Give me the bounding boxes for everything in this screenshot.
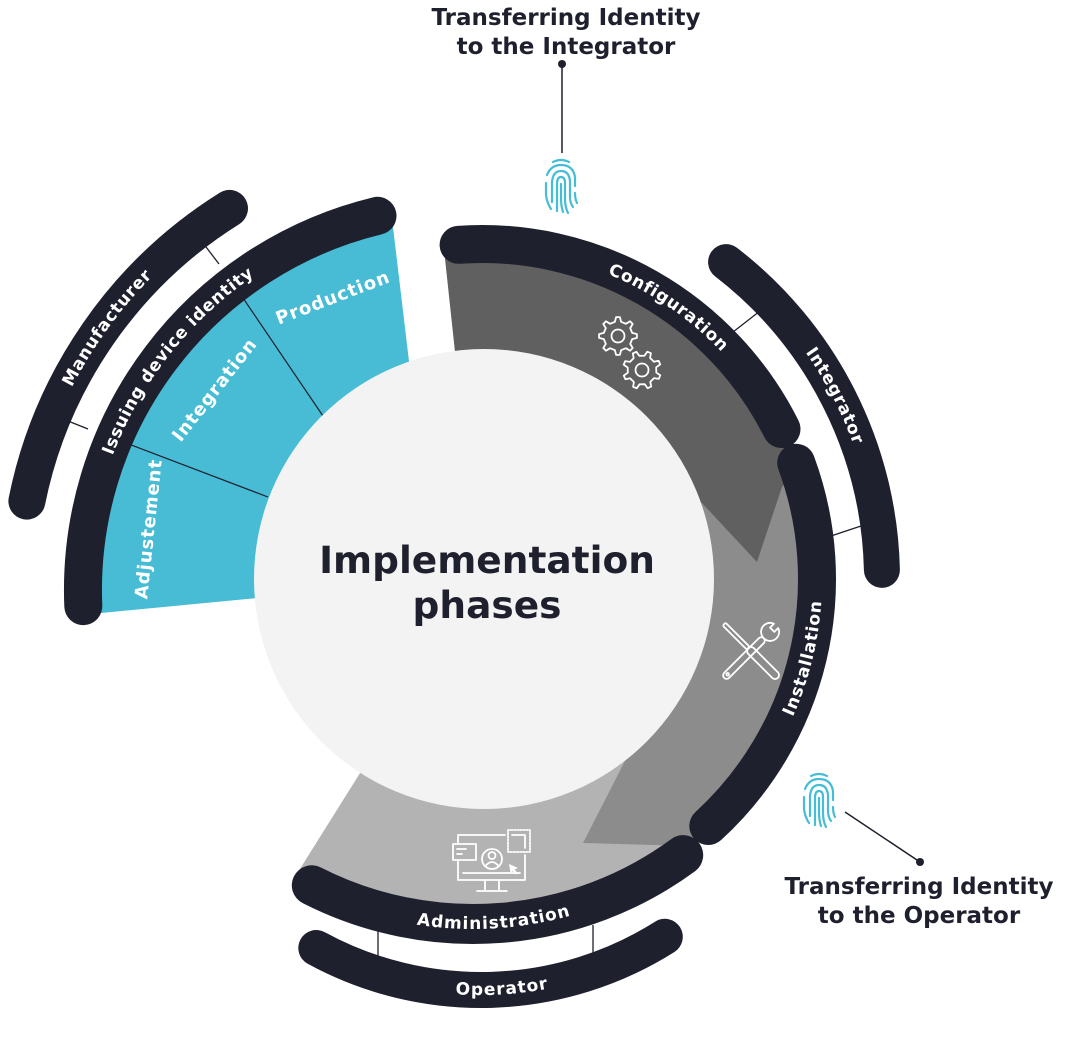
- selection-corner: [511, 834, 526, 849]
- gears-icon: [598, 316, 662, 390]
- gear-icon: [598, 316, 638, 356]
- tools-icon: [722, 622, 780, 680]
- gear-hole: [634, 362, 650, 378]
- callout-to-integrator: Transferring Identity to the Integrator: [432, 5, 701, 215]
- monitor-frame: [457, 834, 526, 881]
- gear-icon: [622, 350, 662, 390]
- user-avatar-ring: [481, 848, 503, 870]
- callout-integrator-line1: Transferring Identity: [432, 5, 701, 31]
- cursor-icon: [509, 864, 518, 875]
- callout-connector: [844, 811, 921, 863]
- admin-monitor-icon: [452, 829, 531, 892]
- installation-band: [689, 443, 836, 845]
- callout-operator-line1: Transferring Identity: [785, 874, 1054, 900]
- callout-integrator-line2: to the Integrator: [457, 34, 676, 60]
- selection-box: [507, 829, 531, 853]
- fingerprint-icon: [802, 772, 837, 829]
- operator-band: [298, 918, 683, 1008]
- info-card-lines: [456, 848, 467, 855]
- diagram-title-line1: Implementation: [319, 538, 655, 582]
- configuration-band: [439, 225, 801, 448]
- issuing-identity-band: [63, 196, 397, 626]
- band-connector: [732, 310, 761, 333]
- user-shoulders: [484, 861, 500, 867]
- user-head: [487, 851, 497, 860]
- integrator-band: [708, 244, 900, 588]
- gear-hole: [610, 328, 626, 344]
- monitor-stand: [476, 879, 508, 892]
- callout-to-operator: Transferring Identity to the Operator: [785, 772, 1054, 929]
- callout-operator-line2: to the Operator: [818, 903, 1021, 929]
- info-card: [452, 843, 477, 861]
- diagram-title-line2: phases: [413, 583, 562, 627]
- step-divider-adjustement-integration: [125, 442, 269, 498]
- manufacturer-band: [8, 189, 248, 520]
- administration-band: [291, 835, 704, 944]
- callout-dot: [916, 858, 924, 866]
- step-divider-integration-production: [242, 297, 324, 417]
- fingerprint-icon: [544, 158, 579, 215]
- center-circle: [254, 349, 714, 809]
- wrench-icon: [722, 622, 780, 680]
